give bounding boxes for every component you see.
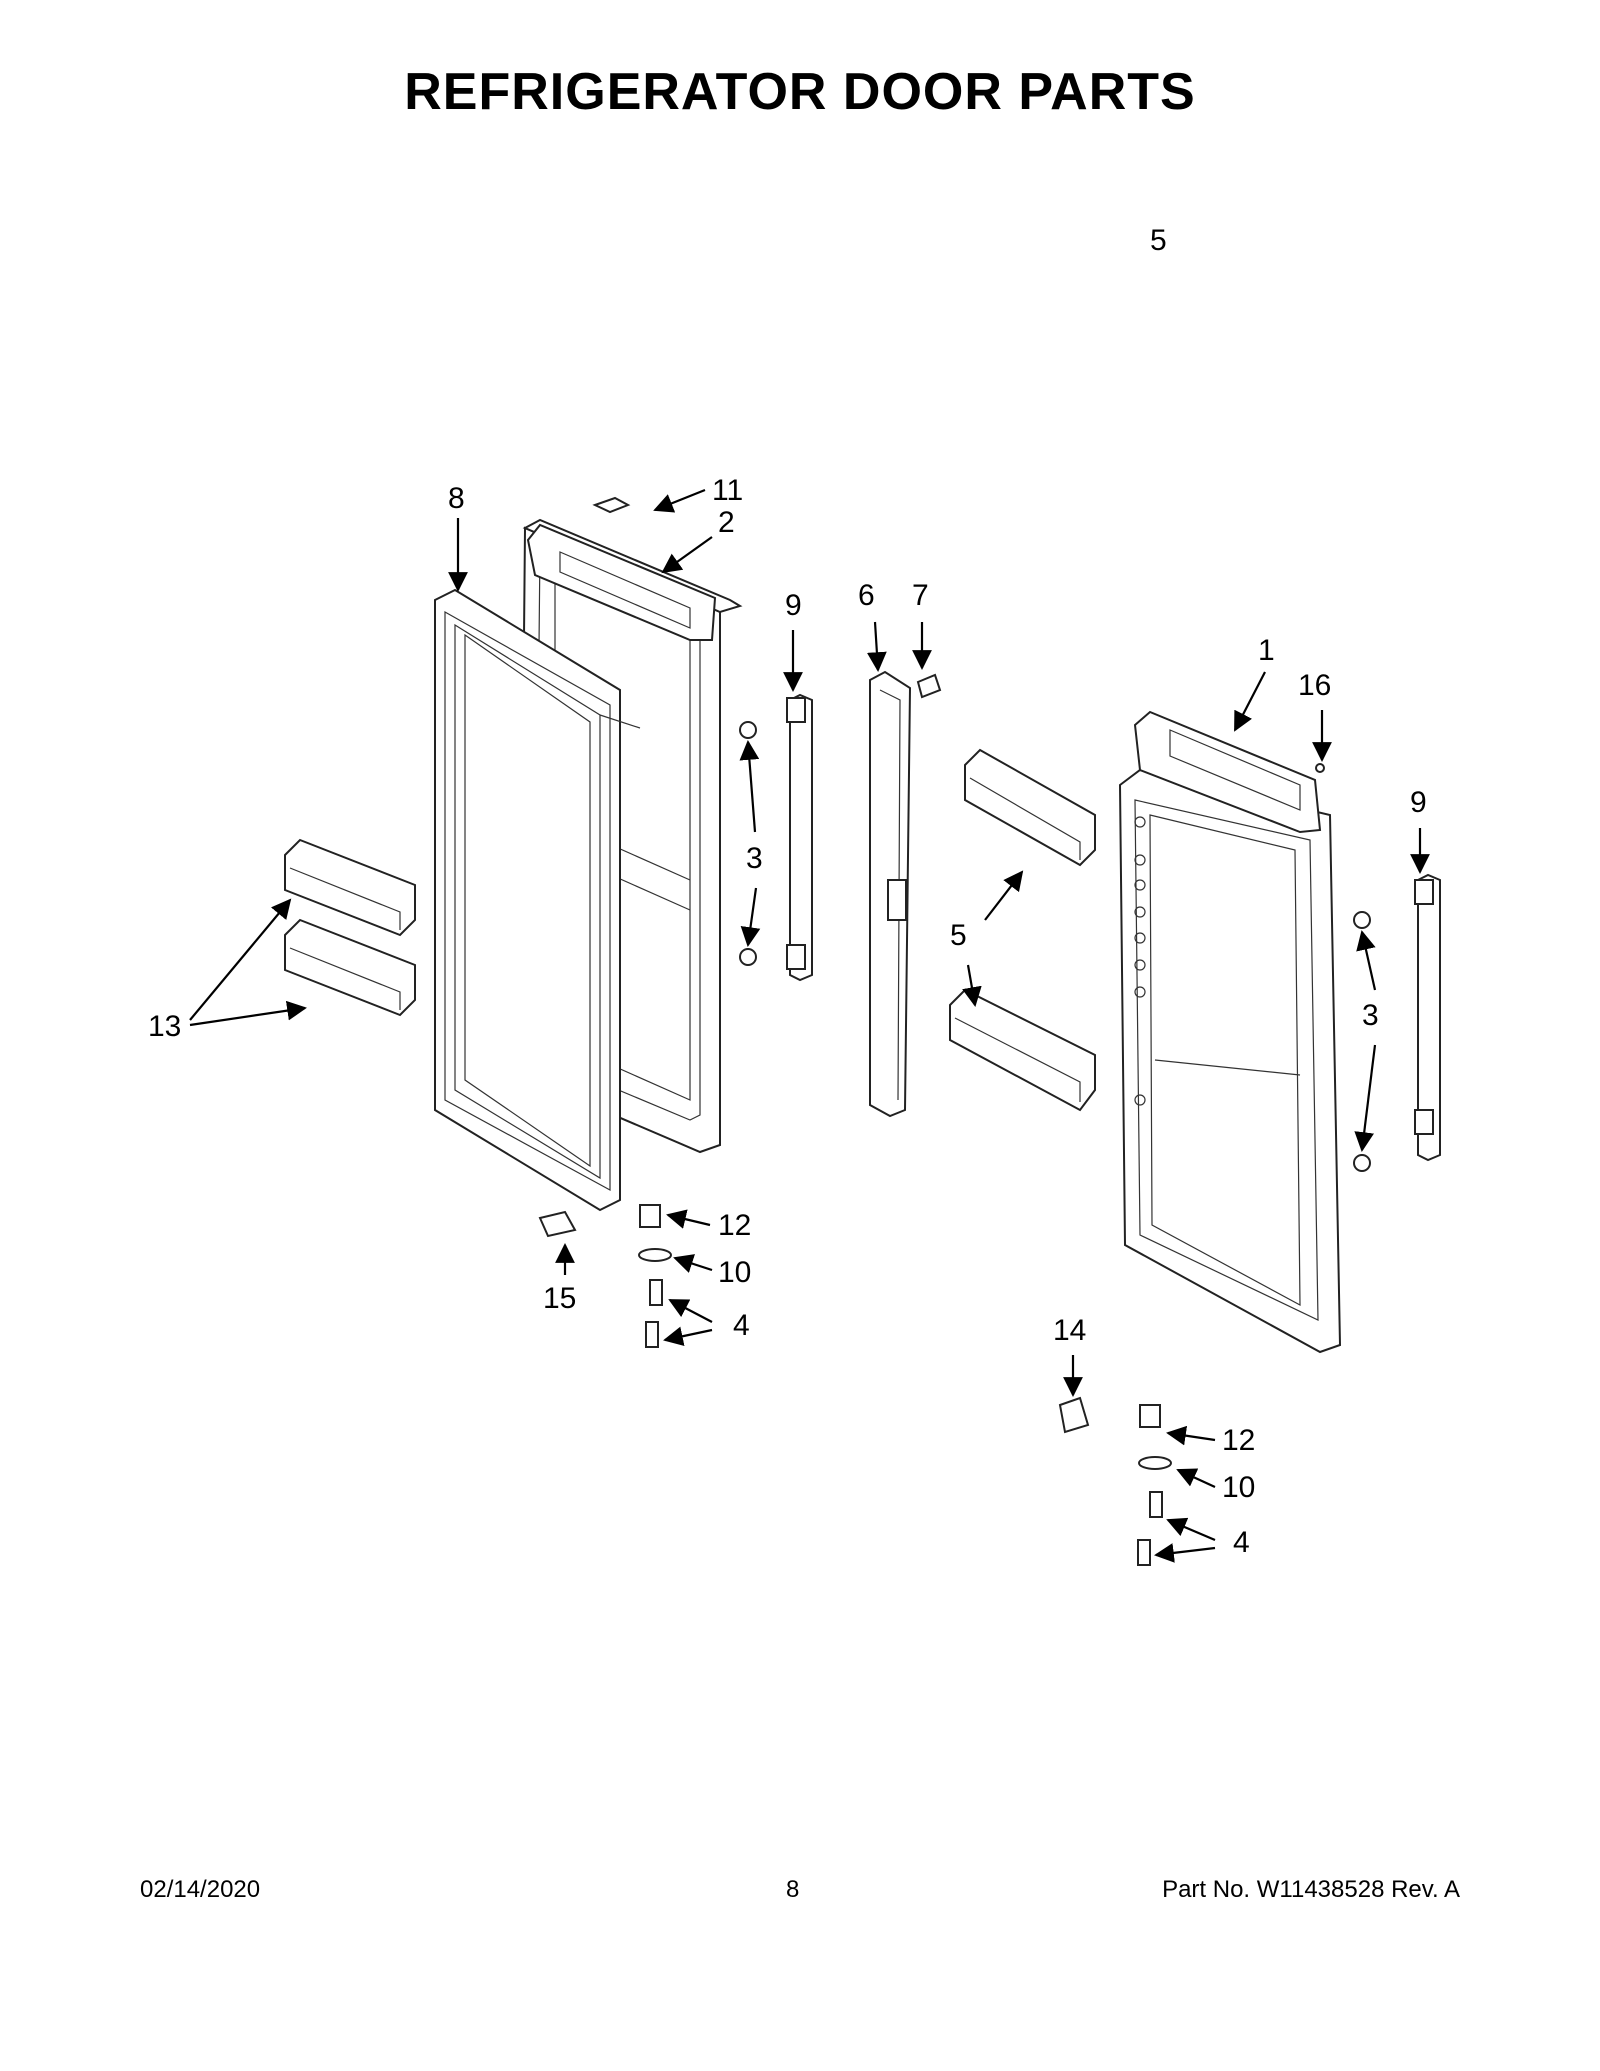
callout-label: 10 [718,1256,751,1289]
callout-label: 9 [785,589,802,622]
leader-arrows [189,488,1430,1563]
callout-label: 11 [712,474,743,507]
callout-label: 12 [718,1209,751,1242]
callout-label: 9 [1410,786,1427,819]
callout-label: 8 [448,482,465,515]
callout-label: 14 [1053,1314,1086,1347]
callout-label: 5 [950,919,967,952]
callout-labels: 11 8 2 9 6 7 1 16 9 3 13 5 5 3 12 10 4 1… [148,224,1427,1559]
right-handle [1414,873,1441,1162]
callout-label: 15 [543,1282,576,1315]
callout-label: 4 [733,1309,750,1342]
right-bins [949,748,1096,1112]
callout-label: 7 [912,579,929,612]
hinge-bar [869,670,912,1118]
hardware [538,496,1371,1566]
footer-date: 02/14/2020 [140,1876,261,1903]
callout-label: 3 [1362,999,1379,1032]
left-handle [786,693,813,982]
left-gasket [434,588,641,1212]
footer-page-number: 8 [786,1876,800,1903]
callout-label: 6 [858,579,875,612]
right-door [1118,710,1342,1354]
callout-label: 2 [718,506,735,539]
callout-label: 4 [1233,1526,1250,1559]
page-title: REFRIGERATOR DOOR PARTS [404,63,1196,121]
callout-label: 13 [148,1010,181,1043]
callout-label: 10 [1222,1471,1255,1504]
left-bins [284,838,416,1017]
callout-label: 16 [1298,669,1331,702]
callout-label: 5 [1150,224,1167,257]
callout-label: 1 [1258,634,1275,667]
callout-label: 3 [746,842,763,875]
footer-part-number: Part No. W11438528 Rev. A [1162,1876,1460,1903]
callout-label: 12 [1222,1424,1255,1457]
